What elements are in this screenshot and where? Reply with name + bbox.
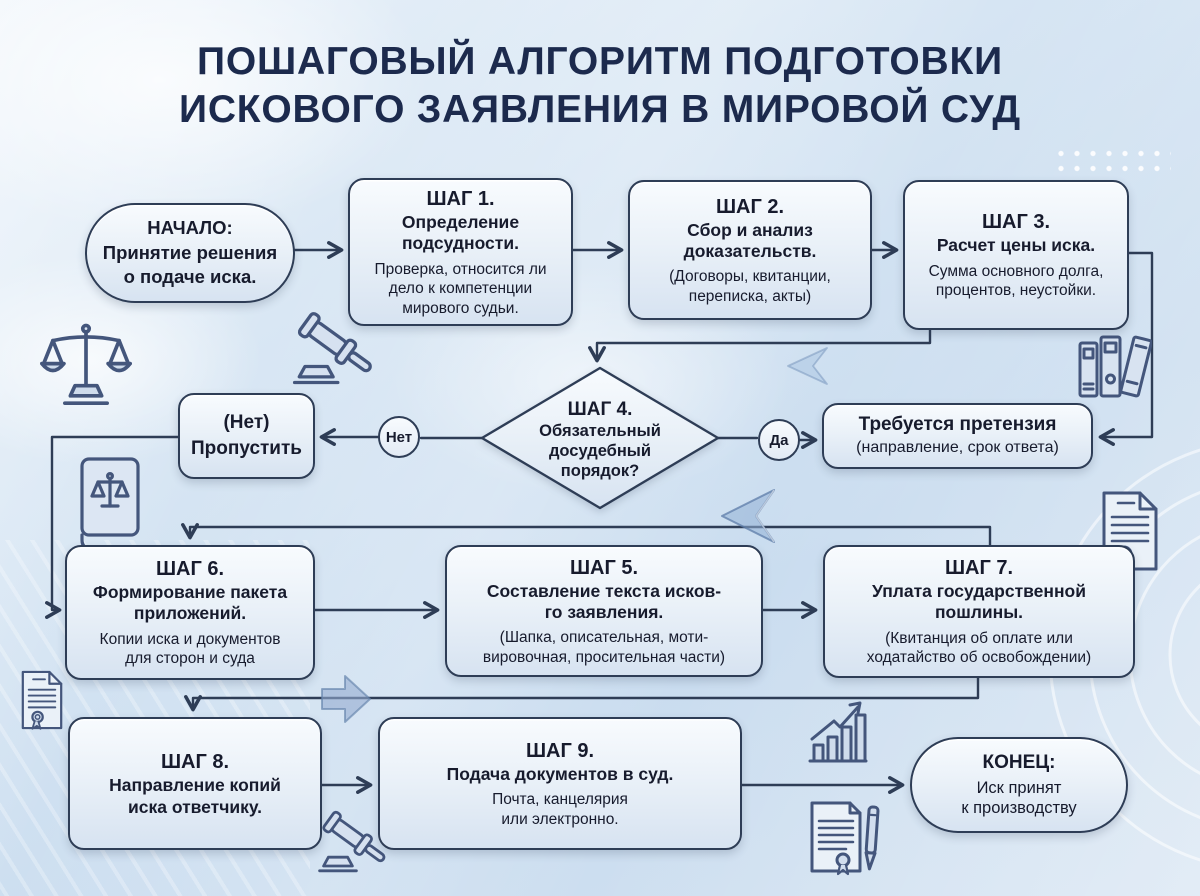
step8-subtitle: Направление копий иска ответчику.	[109, 775, 281, 817]
node-step3: ШАГ 3. Расчет цены иска. Сумма основного…	[903, 180, 1129, 330]
connector-step3-claim	[1098, 251, 1154, 446]
node-step5: ШАГ 5. Составление текста исков- го заяв…	[445, 545, 763, 677]
step9-desc: Почта, канцелярия или электронно.	[492, 791, 628, 828]
step6-desc: Копии иска и документов для сторон и суд…	[99, 630, 281, 668]
step4-subtitle: Обязательный досудебный порядок?	[539, 422, 661, 480]
node-step2: ШАГ 2. Сбор и анализ доказательств. (Дог…	[628, 180, 872, 320]
node-start: НАЧАЛО: Принятие решения о подаче иска.	[85, 203, 295, 303]
step9-title: ШАГ 9.	[525, 739, 595, 762]
step7-subtitle: Уплата государственной пошлины.	[871, 581, 1087, 623]
node-step4-decision: ШАГ 4. Обязательный досудебный порядок?	[500, 392, 700, 488]
step8-title: ШАГ 8.	[160, 751, 230, 774]
branch-label-yes: Да	[758, 419, 800, 461]
branch-label-no: Нет	[378, 416, 420, 458]
page-title-line1: ПОШАГОВЫЙ АЛГОРИТМ ПОДГОТОВКИ	[197, 40, 1003, 83]
claim-title: Требуется претензия	[858, 414, 1057, 436]
page-title-line2: ИСКОВОГО ЗАЯВЛЕНИЯ В МИРОВОЙ СУД	[179, 88, 1021, 132]
node-step6: ШАГ 6. Формирование пакета приложений. К…	[65, 545, 315, 680]
node-step7: ШАГ 7. Уплата государственной пошлины. (…	[823, 545, 1135, 678]
step4-title: ШАГ 4.	[567, 399, 633, 421]
no-label: Нет	[385, 428, 413, 446]
step5-desc: (Шапка, описательная, моти- вировочная, …	[482, 629, 726, 666]
step6-subtitle: Формирование пакета приложений.	[92, 582, 288, 624]
step2-title: ШАГ 2.	[715, 195, 785, 218]
connector-step7-step8	[184, 676, 980, 712]
connector-bus-step6-step7	[181, 523, 992, 547]
step1-desc: Проверка, относится ли дело к компетенци…	[374, 260, 547, 317]
node-step8: ШАГ 8. Направление копий иска ответчику.	[68, 717, 322, 850]
step1-subtitle: Определение подсудности.	[401, 211, 520, 254]
step1-title: ШАГ 1.	[426, 187, 495, 210]
connector-step3-step4	[588, 328, 932, 363]
step3-subtitle: Расчет цены иска.	[936, 235, 1096, 256]
node-claim: Требуется претензия (направление, срок о…	[822, 403, 1093, 469]
node-step1: ШАГ 1. Определение подсудности. Проверка…	[348, 178, 573, 326]
step3-title: ШАГ 3.	[981, 211, 1051, 234]
step2-desc: (Договоры, квитанции, переписка, акты)	[669, 268, 831, 305]
step7-title: ШАГ 7.	[944, 557, 1014, 580]
step3-desc: Сумма основного долга, процентов, неусто…	[928, 262, 1104, 300]
end-desc: Иск принят к производству	[961, 778, 1077, 818]
node-step9: ШАГ 9. Подача документов в суд. Почта, к…	[378, 717, 742, 850]
step7-desc: (Квитанция об оплате или ходатайство об …	[866, 629, 1092, 667]
start-text: НАЧАЛО: Принятие решения о подаче иска.	[102, 217, 278, 288]
end-title: КОНЕЦ:	[982, 751, 1056, 773]
step5-subtitle: Составление текста исков- го заявления.	[486, 580, 722, 622]
step2-subtitle: Сбор и анализ доказательств.	[683, 219, 817, 261]
node-skip: (Нет) Пропустить	[178, 393, 315, 479]
page-title: ПОШАГОВЫЙ АЛГОРИТМ ПОДГОТОВКИ ИСКОВОГО З…	[0, 38, 1200, 135]
step5-title: ШАГ 5.	[569, 556, 639, 579]
yes-label: Да	[769, 431, 789, 449]
skip-text: (Нет) Пропустить	[191, 412, 302, 459]
step6-title: ШАГ 6.	[155, 558, 225, 581]
step9-subtitle: Подача документов в суд.	[446, 763, 674, 784]
node-end: КОНЕЦ: Иск принят к производству	[910, 737, 1128, 833]
claim-desc: (направление, срок ответа)	[856, 438, 1059, 456]
